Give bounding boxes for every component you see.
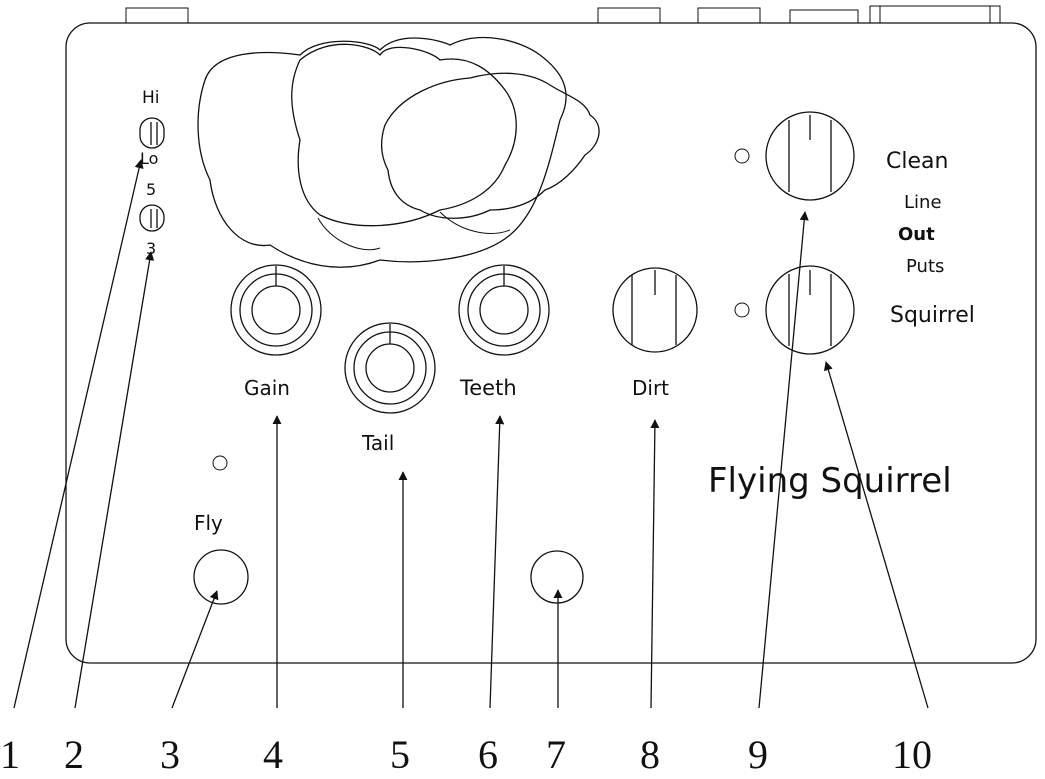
cloud-artwork [198,38,599,268]
squirrel-led [735,303,749,317]
fly-label: Fly [194,511,223,535]
enclosure [66,23,1036,663]
gain-knob[interactable] [231,265,321,355]
callout-numbers: 1 2 3 4 5 6 7 8 9 10 [0,732,932,777]
puts-label: Puts [906,256,944,277]
pedal-name: Flying Squirrel [708,461,952,501]
callout-2: 2 [64,732,84,777]
callout-7: 7 [546,732,566,777]
gain-label: Gain [244,376,290,400]
callout-1: 1 [0,732,20,777]
callout-4: 4 [263,732,283,777]
callout-9: 9 [748,732,768,777]
line-label: Line [904,192,942,213]
callout-8: 8 [640,732,660,777]
toggle-mode[interactable]: 5 3 [140,180,164,258]
teeth-label: Teeth [459,376,517,400]
clean-led [735,149,749,163]
top-jacks [126,6,1000,23]
toggle-range-top-label: Hi [142,88,160,108]
callout-5: 5 [390,732,410,777]
teeth-knob[interactable] [459,265,549,355]
squirrel-label: Squirrel [890,303,975,328]
toggle-range[interactable]: Hi Lo [140,88,164,168]
tail-label: Tail [361,431,394,455]
dirt-label: Dirt [632,376,669,400]
footswitch-7[interactable] [531,551,583,603]
callout-10: 10 [892,732,932,777]
toggle-mode-top-label: 5 [146,180,156,199]
callout-6: 6 [478,732,498,777]
fly-footswitch[interactable] [194,550,248,604]
out-label: Out [898,224,935,245]
squirrel-knob[interactable] [766,266,854,354]
callout-3: 3 [160,732,180,777]
toggle-range-bottom-label: Lo [140,149,158,168]
dirt-knob[interactable] [613,268,697,352]
clean-label: Clean [886,149,948,174]
clean-knob[interactable] [766,112,854,200]
tail-knob[interactable] [345,323,435,413]
fly-led [213,456,227,470]
